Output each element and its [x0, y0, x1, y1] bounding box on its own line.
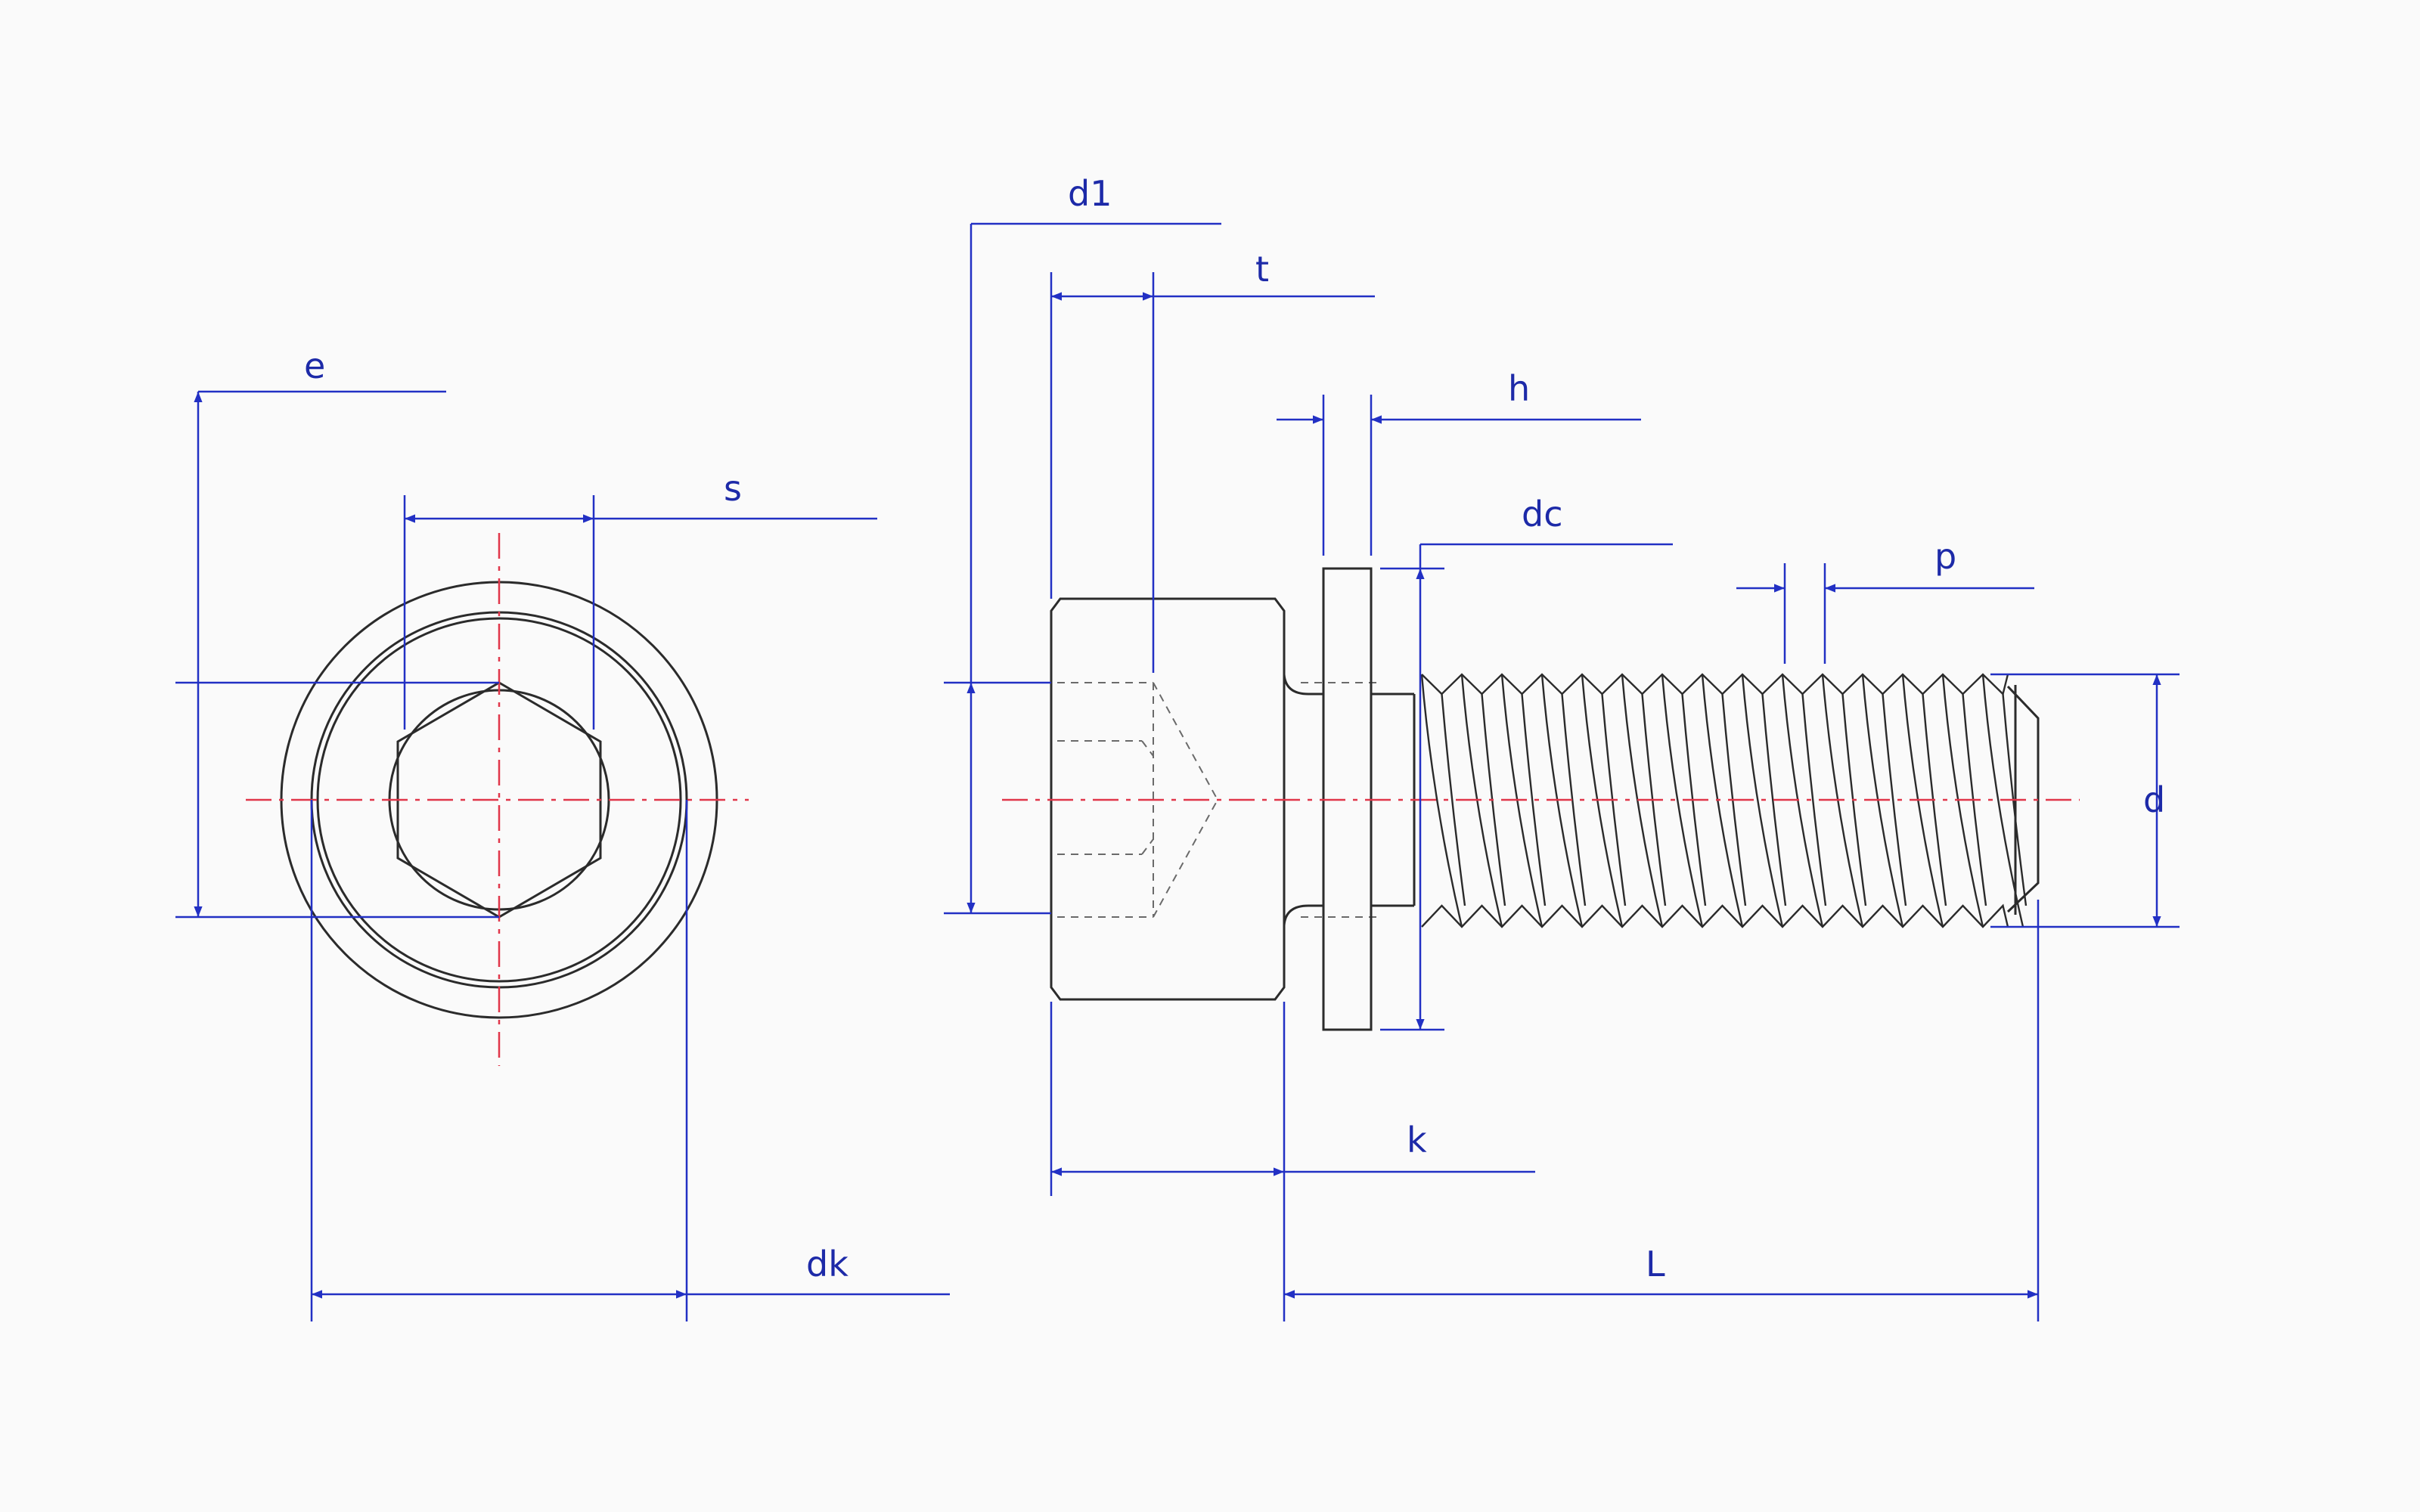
label-dc: dc — [1522, 494, 1563, 534]
dimension-e: e — [175, 345, 499, 919]
dimension-L: L — [1284, 900, 2040, 1321]
hidden-socket — [1057, 682, 1376, 918]
thread-helix-line — [1661, 674, 1704, 928]
thread-helix-line — [1741, 674, 1784, 928]
shank — [1371, 692, 1414, 907]
thread-top-profile — [1421, 673, 2009, 696]
dimension-p: p — [1736, 536, 2034, 664]
thread-helix-line — [1420, 674, 1463, 928]
label-t: t — [1255, 249, 1269, 290]
label-s: s — [724, 468, 742, 509]
head-inner-circle — [316, 617, 682, 983]
side-view: d1 t h dc — [944, 173, 2180, 1321]
dimension-k: k — [1050, 1002, 1535, 1321]
label-dk: dk — [806, 1244, 849, 1284]
label-e: e — [304, 345, 325, 386]
thread-root-line — [1882, 693, 1907, 906]
label-p: p — [1934, 536, 1956, 577]
label-d: d — [2143, 779, 2165, 820]
head-fillet — [1283, 674, 1323, 696]
label-L: L — [1646, 1244, 1665, 1284]
dimension-dk: dk — [310, 800, 950, 1321]
dimension-d: d — [1990, 673, 2180, 928]
label-k: k — [1407, 1120, 1427, 1160]
dimension-t: t — [1050, 249, 1375, 673]
dimension-dc: dc — [1380, 494, 1673, 1031]
dimension-h: h — [1277, 368, 1641, 556]
label-h: h — [1508, 368, 1530, 409]
thread-root-line — [1441, 693, 1466, 906]
thread-root-line — [1761, 693, 1787, 906]
thread-root-line — [1801, 693, 1827, 906]
label-d1: d1 — [1068, 173, 1112, 214]
thread-root-line — [1561, 693, 1587, 906]
dimension-d1: d1 — [944, 173, 1221, 915]
dimension-s: s — [403, 468, 877, 730]
thread-root-line — [1521, 693, 1547, 906]
screw-head — [1050, 597, 1286, 1001]
thread-bottom-profile — [1421, 903, 2009, 928]
end-view: e s dk — [175, 345, 950, 1321]
